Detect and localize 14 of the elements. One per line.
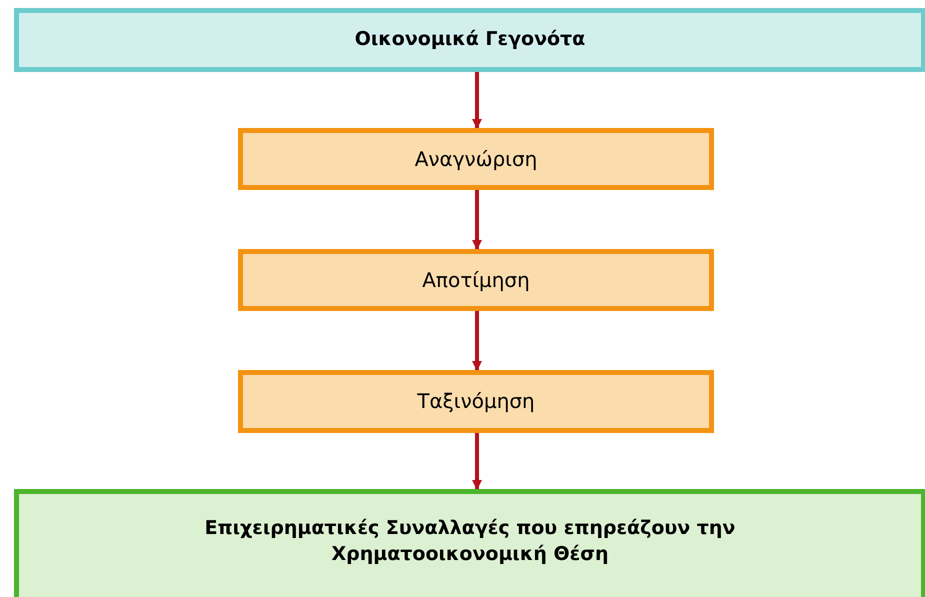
arrow	[472, 433, 482, 490]
node-label: Αναγνώριση	[414, 146, 538, 172]
node-label: Ταξινόμηση	[417, 388, 535, 415]
band	[14, 8, 925, 72]
arrow	[472, 190, 482, 250]
band	[14, 489, 925, 597]
node-label: Αποτίμηση	[422, 266, 530, 294]
process-box	[238, 370, 714, 433]
process-box	[238, 249, 714, 311]
node-label: Οικονομικά Γεγονότα	[354, 27, 586, 52]
arrow	[472, 311, 482, 371]
arrow	[472, 72, 482, 129]
node-label: Επιχειρηματικές Συναλλαγές που επηρεάζουν την Χρηματοοικονομική Θέση	[204, 516, 736, 567]
process-box	[238, 128, 714, 190]
